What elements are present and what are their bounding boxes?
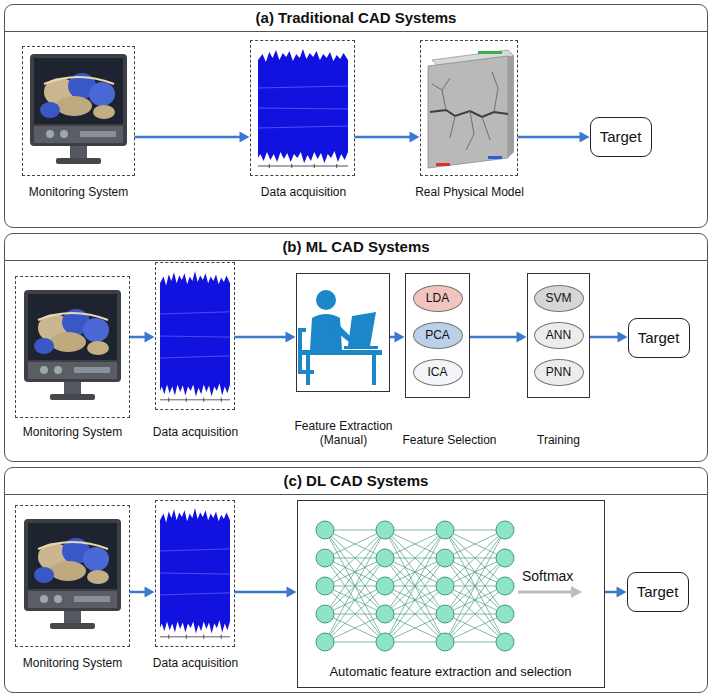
softmax-arrow bbox=[518, 586, 582, 598]
image-frame: Monitoring System bbox=[22, 46, 135, 176]
caption: Monitoring System bbox=[23, 425, 122, 439]
method-label: PCA bbox=[425, 328, 450, 342]
panel: (a) Traditional CAD SystemsMonitoring Sy… bbox=[4, 4, 708, 228]
arrow-head bbox=[410, 132, 420, 143]
method-oval: LDA bbox=[413, 285, 463, 312]
panel-title: (c) DL CAD Systems bbox=[5, 468, 707, 495]
arrow-line bbox=[130, 591, 147, 594]
method-oval: PCA bbox=[413, 322, 463, 349]
arrow-line bbox=[355, 136, 412, 139]
flow-arrow bbox=[130, 332, 155, 343]
monitor-image bbox=[30, 54, 127, 164]
target-label: Target bbox=[637, 583, 679, 600]
monitor-image bbox=[24, 519, 121, 629]
target-label: Target bbox=[600, 128, 642, 145]
process-box: Feature Extraction (Manual) bbox=[296, 273, 390, 392]
person-icon bbox=[300, 290, 382, 385]
image-frame: Monitoring System bbox=[15, 505, 130, 647]
arrow-head bbox=[617, 587, 627, 598]
panel: (c) DL CAD SystemsMonitoring SystemData … bbox=[4, 467, 708, 693]
panel-title: (b) ML CAD Systems bbox=[5, 234, 707, 261]
target-box: Target bbox=[628, 318, 690, 358]
method-label: PNN bbox=[546, 365, 571, 379]
neural-network-image bbox=[316, 521, 514, 651]
flow-arrow bbox=[130, 587, 155, 598]
arrow-head bbox=[287, 587, 297, 598]
method-label: LDA bbox=[426, 291, 449, 305]
panel-title: (a) Traditional CAD Systems bbox=[5, 5, 707, 32]
flow-arrow bbox=[135, 132, 250, 143]
caption: Feature Extraction (Manual) bbox=[290, 419, 398, 447]
physical-model-image bbox=[428, 50, 514, 168]
signal-waveform bbox=[160, 508, 230, 639]
image-frame: Data acquisition bbox=[250, 40, 355, 176]
caption: Data acquisition bbox=[153, 656, 238, 670]
method-label: ICA bbox=[427, 365, 447, 379]
method-oval: PNN bbox=[534, 359, 584, 386]
target-box: Target bbox=[590, 117, 652, 157]
flow-arrow bbox=[518, 132, 590, 143]
process-box: Feature SelectionLDAPCAICA bbox=[405, 273, 470, 398]
caption: Real Physical Model bbox=[415, 185, 524, 199]
monitor-image bbox=[24, 290, 121, 400]
panel: (b) ML CAD SystemsMonitoring SystemData … bbox=[4, 233, 708, 462]
image-frame: Monitoring System bbox=[15, 276, 130, 418]
caption: Monitoring System bbox=[29, 185, 128, 199]
flow-arrow bbox=[355, 132, 420, 143]
arrow-line bbox=[590, 336, 620, 339]
arrow-head bbox=[517, 332, 527, 343]
arrow-line bbox=[130, 336, 147, 339]
arrow-head bbox=[286, 332, 296, 343]
arrow-head bbox=[240, 132, 250, 143]
image-frame: Data acquisition bbox=[155, 262, 235, 410]
flow-arrow bbox=[590, 332, 628, 343]
flow-arrow bbox=[470, 332, 527, 343]
arrow-line bbox=[235, 591, 289, 594]
arrow-head bbox=[145, 332, 155, 343]
arrow-line bbox=[518, 136, 582, 139]
image-frame: Real Physical Model bbox=[420, 40, 518, 176]
caption: Training bbox=[537, 433, 580, 447]
network-box: Automatic feature extraction and selecti… bbox=[297, 500, 605, 688]
caption: Data acquisition bbox=[153, 425, 238, 439]
process-box: TrainingSVMANNPNN bbox=[527, 273, 590, 398]
arrow-head bbox=[580, 132, 590, 143]
arrow-head bbox=[618, 332, 628, 343]
method-oval: ICA bbox=[413, 359, 463, 386]
caption: Automatic feature extraction and selecti… bbox=[298, 664, 604, 679]
arrow-head bbox=[145, 587, 155, 598]
arrow-line bbox=[470, 336, 519, 339]
flow-arrow bbox=[390, 332, 405, 343]
method-oval: ANN bbox=[534, 322, 584, 349]
method-label: SVM bbox=[545, 291, 571, 305]
flow-arrow bbox=[235, 332, 296, 343]
caption: Data acquisition bbox=[261, 185, 346, 199]
caption: Monitoring System bbox=[23, 656, 122, 670]
arrow-line bbox=[135, 136, 242, 139]
target-box: Target bbox=[627, 572, 689, 612]
arrow-line bbox=[235, 336, 288, 339]
target-label: Target bbox=[638, 329, 680, 346]
method-oval: SVM bbox=[534, 285, 584, 312]
arrow-head bbox=[395, 332, 405, 343]
method-label: ANN bbox=[546, 328, 571, 342]
image-frame: Data acquisition bbox=[155, 500, 235, 647]
flow-arrow bbox=[605, 587, 627, 598]
arrow-line bbox=[605, 591, 619, 594]
caption: Feature Selection bbox=[402, 433, 496, 447]
flow-arrow bbox=[235, 587, 297, 598]
signal-waveform bbox=[160, 271, 230, 402]
signal-waveform bbox=[258, 49, 348, 168]
arrow-label: Softmax bbox=[522, 568, 573, 584]
